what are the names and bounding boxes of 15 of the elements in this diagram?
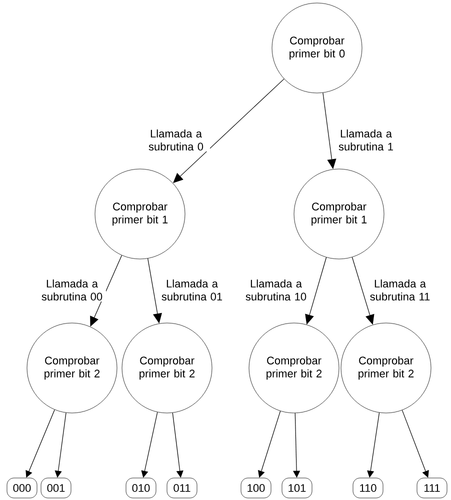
leaf-box: 010	[126, 478, 156, 498]
edge-label: Llamada a subrutina 00	[38, 278, 106, 302]
edge-label: Llamada a subrutina 1	[332, 128, 400, 152]
leaf-box: 110	[352, 478, 384, 498]
arrow	[148, 258, 162, 324]
leaf-box: 001	[40, 478, 72, 498]
leaf-box: 111	[416, 478, 448, 498]
edge-label: Llamada a subrutina 10	[242, 278, 310, 302]
leaf-box: 011	[166, 478, 198, 498]
leaf-box: 101	[282, 478, 312, 498]
edge-label: Llamada a subrutina 0	[142, 128, 210, 152]
edge-label: Llamada a subrutina 11	[366, 278, 434, 302]
edge-label: Llamada a subrutina 01	[158, 278, 226, 302]
leaf-box: 100	[240, 478, 272, 498]
leaf-box: 000	[6, 478, 38, 498]
